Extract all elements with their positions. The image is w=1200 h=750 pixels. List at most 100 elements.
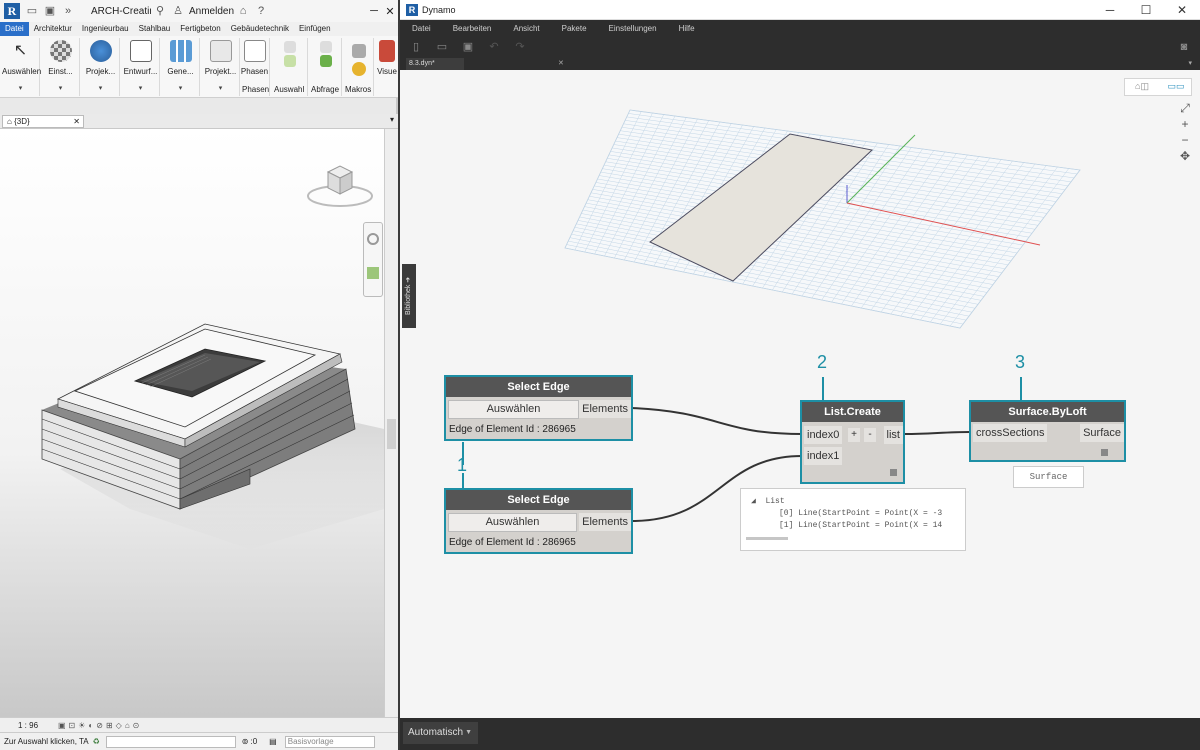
minimize-button[interactable]: ─: [1105, 2, 1115, 17]
collapse-icon[interactable]: ◢: [751, 497, 756, 506]
navigation-bar[interactable]: [363, 222, 383, 297]
list-icon: [129, 40, 152, 62]
base-template-dropdown[interactable]: Basisvorlage: [284, 735, 375, 748]
callout-2: 2: [817, 352, 828, 372]
projekt-button[interactable]: Projekt... ▾: [202, 38, 240, 96]
save-icon[interactable]: ▣: [44, 5, 56, 17]
revit-logo-icon[interactable]: R: [4, 3, 20, 19]
open-icon[interactable]: ▭: [26, 5, 38, 17]
list-create-node[interactable]: List.Create index0 + - list index1: [800, 400, 905, 484]
login-button[interactable]: Anmelden: [189, 5, 235, 17]
select-button[interactable]: Auswählen: [448, 400, 579, 419]
select-button[interactable]: ↖ Auswählen ▾: [2, 38, 41, 96]
element-info: Edge of Element Id : 286965: [449, 424, 576, 435]
help-icon[interactable]: ?: [257, 5, 265, 17]
tab-ingenieurbau[interactable]: Ingenieurbau: [81, 24, 129, 33]
worksets-icon[interactable]: ♻: [92, 737, 100, 746]
view-mode-toggle[interactable]: ⌂◫ ▭▭: [1124, 78, 1192, 96]
close-button[interactable]: ✕: [385, 5, 395, 18]
phases-button[interactable]: Phasen Phasen: [240, 38, 270, 96]
menu-einstellungen[interactable]: Einstellungen: [608, 23, 657, 33]
close-button[interactable]: ✕: [1176, 2, 1188, 17]
undo-icon[interactable]: ↶: [489, 41, 499, 53]
viewport-scrollbar[interactable]: [384, 129, 398, 717]
design-options-icon[interactable]: ▤: [269, 737, 277, 746]
workspace-canvas[interactable]: Bibliothek ➜ ⌂◫ ▭▭ ⤢ + − ✥ 1 2 3 Select …: [400, 70, 1200, 718]
new-file-icon[interactable]: ▯: [412, 41, 420, 53]
surface-byloft-node[interactable]: Surface.ByLoft crossSections Surface: [969, 400, 1126, 462]
viewcube-icon[interactable]: [300, 154, 380, 214]
input-port-index0[interactable]: index0: [804, 426, 843, 444]
project-button[interactable]: Projek... ▾: [82, 38, 120, 96]
input-port-crosssections[interactable]: crossSections: [973, 424, 1048, 442]
preview-toggle-icon[interactable]: [1101, 449, 1108, 456]
scale-label[interactable]: 1 : 96: [18, 720, 39, 730]
revit-3d-viewport[interactable]: [0, 129, 384, 717]
visual-button[interactable]: Visue: [376, 38, 398, 96]
tab-datei[interactable]: Datei: [0, 22, 29, 36]
menu-pakete[interactable]: Pakete: [561, 23, 587, 33]
tab-einfuegen[interactable]: Einfügen: [298, 24, 331, 33]
tab-stahlbau[interactable]: Stahlbau: [138, 24, 171, 33]
close-tab-icon[interactable]: ✕: [558, 60, 564, 67]
steering-wheel-icon[interactable]: [367, 233, 379, 245]
run-mode-dropdown[interactable]: Automatisch ▼: [403, 722, 478, 744]
graph-view-icon[interactable]: ▭▭: [1167, 81, 1185, 91]
redo-icon[interactable]: ↷: [515, 41, 525, 53]
output-port-elements[interactable]: Elements: [579, 513, 631, 531]
design-button[interactable]: Entwurf... ▾: [122, 38, 160, 96]
preview-toggle-icon[interactable]: [890, 469, 897, 476]
minimize-button[interactable]: ─: [370, 4, 378, 17]
select-edge-node-2[interactable]: Select Edge Auswählen Elements Edge of E…: [444, 488, 633, 554]
output-port-list[interactable]: list: [883, 426, 903, 444]
geometry-view-icon[interactable]: ⌂◫: [1135, 81, 1149, 91]
menu-datei[interactable]: Datei: [412, 23, 431, 33]
menu-bearbeiten[interactable]: Bearbeiten: [452, 23, 492, 33]
tab-dropdown-icon[interactable]: ▾: [389, 115, 394, 124]
view-tab-3d[interactable]: ⌂ {3D} ✕: [2, 115, 84, 128]
node-title: Select Edge: [446, 490, 631, 510]
save-file-icon[interactable]: ▣: [462, 41, 474, 53]
geometry-preview: [462, 109, 1081, 522]
menu-hilfe[interactable]: Hilfe: [678, 23, 695, 33]
zoom-out-icon[interactable]: −: [1181, 133, 1189, 147]
open-file-icon[interactable]: ▭: [436, 41, 448, 53]
user-icon[interactable]: ♙: [173, 5, 183, 17]
zoom-icon[interactable]: [367, 267, 379, 279]
library-toggle[interactable]: Bibliothek ➜: [402, 264, 416, 328]
remove-input-button[interactable]: -: [864, 428, 876, 442]
zoom-in-icon[interactable]: +: [1181, 117, 1189, 131]
grid-line: [589, 196, 1006, 269]
more-icon[interactable]: »: [64, 5, 72, 17]
settings-button[interactable]: Einst... ▾: [42, 38, 80, 96]
fit-view-icon[interactable]: ⤢: [1180, 101, 1190, 115]
maximize-button[interactable]: ☐: [1140, 2, 1152, 17]
query-group[interactable]: Abfrage: [310, 38, 342, 96]
tab-fertigbeton[interactable]: Fertigbeton: [180, 24, 221, 33]
preview-scrollbar[interactable]: [746, 537, 788, 540]
dynamo-title: Dynamo: [422, 4, 456, 15]
output-port-surface[interactable]: Surface: [1080, 424, 1124, 442]
tab-overflow-icon[interactable]: ▾: [1188, 60, 1192, 67]
add-input-button[interactable]: +: [848, 428, 860, 442]
menu-ansicht[interactable]: Ansicht: [513, 23, 540, 33]
cart-icon[interactable]: ⌂: [239, 5, 247, 17]
pan-icon[interactable]: ✥: [1179, 149, 1191, 163]
grid-line: [930, 165, 1047, 323]
select-edge-node-1[interactable]: Select Edge Auswählen Elements Edge of E…: [444, 375, 633, 441]
output-port-elements[interactable]: Elements: [579, 400, 631, 418]
camera-icon[interactable]: ◙: [1180, 41, 1188, 53]
filter-icon[interactable]: ⊚: [241, 737, 249, 746]
file-tab[interactable]: 8.3.dyn*: [406, 58, 464, 70]
workset-dropdown[interactable]: [105, 735, 236, 748]
view-control-icons[interactable]: ▣⊡☀◐⊘⊞◇⌂⊙: [58, 720, 143, 730]
binoculars-icon[interactable]: ⚲: [155, 5, 165, 17]
macros-group[interactable]: Makros: [344, 38, 374, 96]
input-port-index1[interactable]: index1: [804, 447, 843, 465]
select-button[interactable]: Auswählen: [448, 513, 577, 532]
selection-group[interactable]: Auswahl: [272, 38, 308, 96]
generate-button[interactable]: Gene... ▾: [162, 38, 200, 96]
close-view-icon[interactable]: ✕: [73, 117, 80, 126]
tab-architektur[interactable]: Architektur: [33, 24, 72, 33]
tab-gebaeudetechnik[interactable]: Gebäudetechnik: [230, 24, 289, 33]
